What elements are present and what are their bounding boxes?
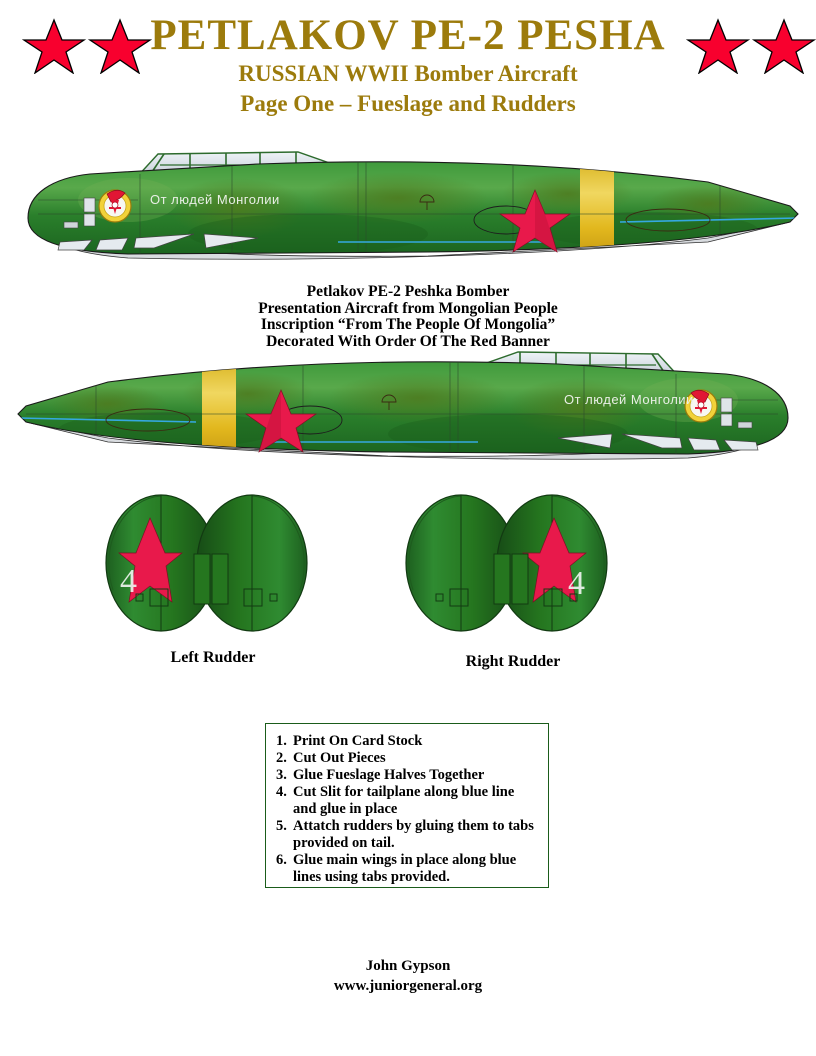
red-star-icon xyxy=(87,18,152,74)
page-footer: John Gypson www.juniorgeneral.org xyxy=(0,956,816,996)
page-header: PETLAKOV PE-2 PESHA RUSSIAN WWII Bomber … xyxy=(0,0,816,130)
rudder-half-outer: 4 xyxy=(496,494,608,632)
red-star-icon xyxy=(22,18,87,74)
right-rudder-label: Right Rudder xyxy=(465,653,561,670)
instruction-item: 3. Glue Fueslage Halves Together xyxy=(276,767,540,784)
nose-windows xyxy=(57,197,259,251)
aircraft-profile-right-facing: От людей Монголии xyxy=(8,338,808,486)
rudder-half-inner xyxy=(405,494,517,632)
star-group-left xyxy=(22,18,152,74)
page-subtitle-1: RUSSIAN WWII Bomber Aircraft xyxy=(238,61,578,86)
rudder-half-outer: 4 xyxy=(105,494,217,632)
website-url: www.juniorgeneral.org xyxy=(333,978,483,994)
rudder-tab-slot-small xyxy=(569,593,578,602)
right-rudder-piece: 4 xyxy=(398,488,628,678)
nose-windows xyxy=(557,397,759,451)
blue-cut-line xyxy=(619,217,798,223)
red-star-marking xyxy=(498,189,572,253)
yellow-fuselage-band xyxy=(580,161,614,254)
instruction-item: 6. Glue main wings in place along blue li… xyxy=(276,852,540,886)
rudder-tab-slot-large xyxy=(149,588,169,607)
aircraft-caption: Petlakov PE-2 Peshka Bomber Presentation… xyxy=(0,283,816,350)
rudder-glue-tabs xyxy=(193,553,229,605)
order-of-red-banner-badge xyxy=(98,189,132,223)
instruction-number: 6. xyxy=(276,852,287,868)
instruction-number: 1. xyxy=(276,733,287,749)
fuselage-body xyxy=(17,361,789,455)
assembly-instructions-box: 1. Print On Card Stock 2. Cut Out Pieces 3. G… xyxy=(265,723,549,888)
caption-line-4: Decorated With Order Of The Red Banner xyxy=(266,332,550,350)
fuselage-inscription: От людей Монголии xyxy=(150,192,280,207)
rudder-tab-slot-large xyxy=(543,588,563,607)
caption-line-1: Petlakov PE-2 Peshka Bomber xyxy=(306,283,510,300)
rudder-tab-slot-small xyxy=(135,593,144,602)
yellow-fuselage-band xyxy=(202,361,236,454)
left-rudder-piece: 4 xyxy=(98,488,328,678)
instruction-text: Print On Card Stock xyxy=(293,733,423,749)
star-group-right xyxy=(686,18,816,74)
fuselage-body: От людей Монголии xyxy=(27,161,799,255)
author-name: John Gypson xyxy=(365,958,451,974)
instruction-item: 2. Cut Out Pieces xyxy=(276,750,540,767)
red-star-icon xyxy=(751,18,816,74)
page-title: PETLAKOV PE-2 PESHA xyxy=(150,12,666,59)
instruction-number: 2. xyxy=(276,750,287,766)
rudder-glue-tabs xyxy=(493,553,529,605)
red-star-marking xyxy=(244,389,318,453)
page-subtitle-2: Page One – Fueslage and Rudders xyxy=(240,91,576,116)
assembly-instructions-list: 1. Print On Card Stock 2. Cut Out Pieces 3. G… xyxy=(276,733,540,886)
rudder-tab-slot-small xyxy=(435,593,444,602)
instruction-text: Glue Fueslage Halves Together xyxy=(293,767,485,783)
instruction-text: Cut Slit for tailplane along blue line a… xyxy=(293,784,515,817)
left-rudder-label: Left Rudder xyxy=(170,649,256,666)
rudder-numeral: 4 xyxy=(568,565,585,602)
rudder-tab-slot-large xyxy=(449,588,469,607)
instruction-text: Attatch rudders by gluing them to tabs p… xyxy=(293,818,534,851)
instruction-number: 3. xyxy=(276,767,287,783)
fuselage-inscription: От людей Монголии xyxy=(564,392,694,407)
instruction-number: 5. xyxy=(276,818,287,834)
instruction-number: 4. xyxy=(276,784,287,800)
instruction-text: Cut Out Pieces xyxy=(293,750,386,766)
red-star-marking xyxy=(522,517,587,603)
rudder-tab-slot-large xyxy=(243,588,263,607)
red-star-icon xyxy=(686,18,751,74)
caption-line-3: Inscription “From The People Of Mongolia… xyxy=(260,316,556,333)
red-star-marking xyxy=(118,517,183,603)
rudder-tab-slot-small xyxy=(269,593,278,602)
instruction-item: 4. Cut Slit for tailplane along blue line… xyxy=(276,784,540,818)
caption-line-2: Presentation Aircraft from Mongolian Peo… xyxy=(258,299,558,317)
instruction-item: 5. Attatch rudders by gluing them to tabs… xyxy=(276,818,540,852)
instruction-text: Glue main wings in place along blue line… xyxy=(293,852,517,885)
aircraft-profile-left-facing: От людей Монголии xyxy=(8,138,808,286)
order-of-red-banner-badge xyxy=(684,389,718,423)
rudder-numeral: 4 xyxy=(120,563,137,600)
instruction-item: 1. Print On Card Stock xyxy=(276,733,540,750)
blue-cut-line xyxy=(18,417,197,423)
